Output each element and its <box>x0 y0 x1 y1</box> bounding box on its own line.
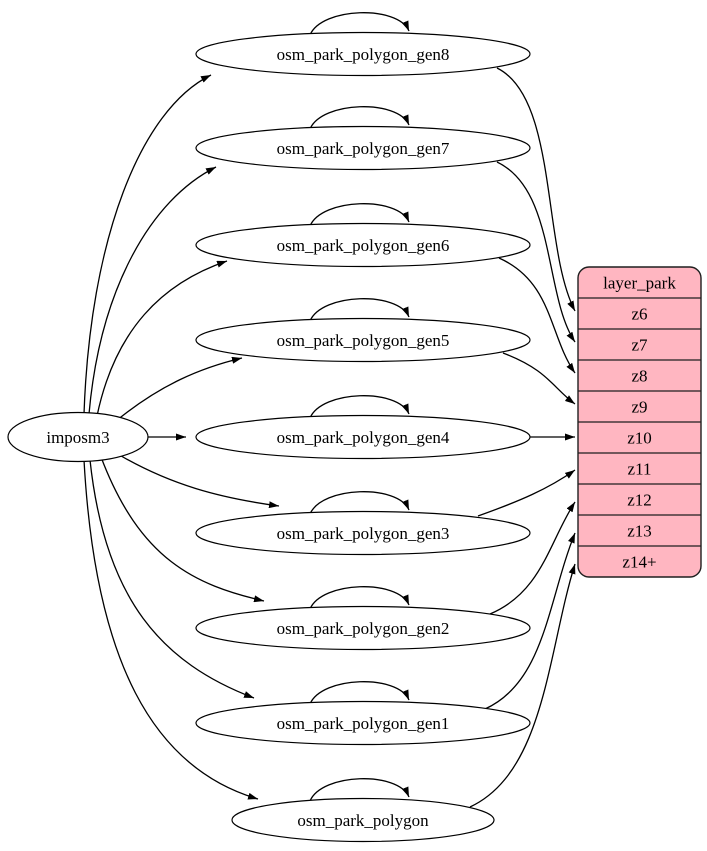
node-osm_park_polygon_gen3: osm_park_polygon_gen3 <box>195 510 531 556</box>
node-osm_park_polygon_gen8: osm_park_polygon_gen8 <box>195 31 531 77</box>
edge-osm_park_polygon_gen6-to-z8 <box>498 257 576 374</box>
edge-imposm3-to-osm_park_polygon_gen7 <box>88 166 217 415</box>
node-osm_park_polygon-label: osm_park_polygon <box>297 811 429 830</box>
node-osm_park_polygon_gen5: osm_park_polygon_gen5 <box>195 317 531 363</box>
layer-row-z11: z11 <box>628 460 652 479</box>
layer-park-table: layer_park z6 z7 z8 z9 z10 z11 z12 z13 z14+ <box>577 266 702 578</box>
edge-imposm3-to-osm_park_polygon_gen3 <box>115 452 280 509</box>
layer-park-title: layer_park <box>603 274 676 293</box>
node-osm_park_polygon_gen2: osm_park_polygon_gen2 <box>195 605 531 651</box>
node-imposm3-shape <box>7 411 149 463</box>
self-loop-osm_park_polygon <box>309 778 410 802</box>
node-osm_park_polygon_gen2-label: osm_park_polygon_gen2 <box>277 619 450 638</box>
edge-imposm3-to-osm_park_polygon <box>83 459 259 800</box>
node-osm_park_polygon_gen6-shape <box>195 222 531 268</box>
edges-layer <box>83 12 576 808</box>
node-osm_park_polygon-shape <box>231 797 495 843</box>
node-osm_park_polygon_gen1-label: osm_park_polygon_gen1 <box>277 714 450 733</box>
layer-row-z6: z6 <box>631 305 647 324</box>
edge-osm_park_polygon_gen2-to-z12 <box>489 501 576 615</box>
edge-osm_park_polygon_gen3-to-z11 <box>477 469 576 517</box>
node-osm_park_polygon_gen5-label: osm_park_polygon_gen5 <box>277 331 450 350</box>
node-osm_park_polygon_gen6-label: osm_park_polygon_gen6 <box>277 236 450 255</box>
self-loop-osm_park_polygon_gen1 <box>309 681 410 705</box>
self-loop-osm_park_polygon_gen6 <box>309 203 410 227</box>
node-osm_park_polygon_gen4-shape <box>195 414 531 460</box>
self-loop-osm_park_polygon_gen2 <box>309 586 410 610</box>
edge-imposm3-to-osm_park_polygon_gen8 <box>83 74 212 415</box>
node-osm_park_polygon_gen8-label: osm_park_polygon_gen8 <box>277 45 450 64</box>
self-loop-osm_park_polygon_gen5 <box>309 298 410 322</box>
node-osm_park_polygon_gen1: osm_park_polygon_gen1 <box>195 700 531 746</box>
node-osm_park_polygon_gen4: osm_park_polygon_gen4 <box>195 414 531 460</box>
self-loop-osm_park_polygon_gen8 <box>309 12 410 36</box>
node-osm_park_polygon_gen5-shape <box>195 317 531 363</box>
node-osm_park_polygon_gen7-label: osm_park_polygon_gen7 <box>277 139 450 158</box>
layer-row-z8: z8 <box>631 367 647 386</box>
edge-osm_park_polygon_gen7-to-z7 <box>496 161 576 343</box>
edge-imposm3-to-osm_park_polygon_gen6 <box>96 260 228 417</box>
node-osm_park_polygon_gen6: osm_park_polygon_gen6 <box>195 222 531 268</box>
layer-row-z7: z7 <box>631 336 648 355</box>
layer-row-z13: z13 <box>627 522 652 541</box>
layer-row-z10: z10 <box>627 429 652 448</box>
node-imposm3: imposm3 <box>7 411 149 463</box>
node-osm_park_polygon_gen1-shape <box>195 700 531 746</box>
edge-osm_park_polygon_gen1-to-z13 <box>484 532 576 710</box>
edge-imposm3-to-osm_park_polygon_gen2 <box>100 456 265 603</box>
edge-osm_park_polygon_gen5-to-z9 <box>502 352 576 405</box>
node-osm_park_polygon_gen3-label: osm_park_polygon_gen3 <box>277 524 450 543</box>
node-osm_park_polygon_gen7: osm_park_polygon_gen7 <box>195 125 531 171</box>
layer-row-z9: z9 <box>631 398 647 417</box>
node-osm_park_polygon_gen8-shape <box>195 31 531 77</box>
self-loop-osm_park_polygon_gen7 <box>309 106 410 130</box>
node-osm_park_polygon_gen7-shape <box>195 125 531 171</box>
edge-imposm3-to-osm_park_polygon_gen1 <box>89 459 255 699</box>
node-osm_park_polygon_gen3-shape <box>195 510 531 556</box>
layer-row-z12: z12 <box>627 491 652 510</box>
edge-osm_park_polygon_gen8-to-z6 <box>496 67 576 312</box>
edge-osm_park_polygon-to-z14+ <box>469 563 576 808</box>
node-osm_park_polygon: osm_park_polygon <box>231 797 495 843</box>
node-imposm3-label: imposm3 <box>46 428 109 447</box>
edge-imposm3-to-osm_park_polygon_gen5 <box>115 356 243 422</box>
node-osm_park_polygon_gen4-label: osm_park_polygon_gen4 <box>277 428 450 447</box>
layer-row-z14+: z14+ <box>622 553 656 572</box>
node-osm_park_polygon_gen2-shape <box>195 605 531 651</box>
self-loop-osm_park_polygon_gen4 <box>309 395 410 419</box>
self-loop-osm_park_polygon_gen3 <box>309 491 410 515</box>
